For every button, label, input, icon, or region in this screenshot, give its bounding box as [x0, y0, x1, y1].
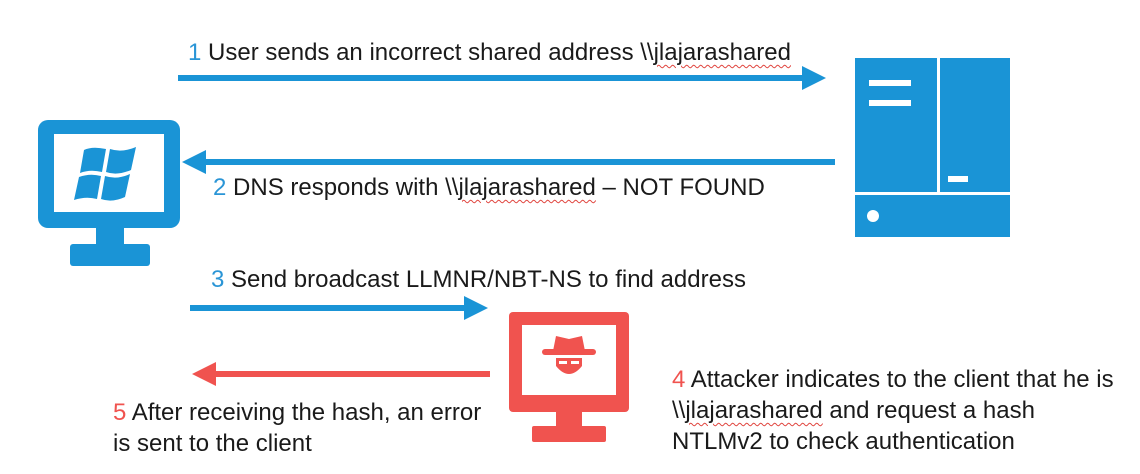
arrow-step-5	[192, 362, 490, 386]
step-2-number: 2	[213, 174, 227, 201]
step-2-text: DNS responds with \\	[233, 174, 459, 201]
step-3-text: Send broadcast LLMNR/NBT-NS to find addr…	[231, 266, 746, 293]
step-4-line-2: \\jlajarashared and request a hash	[672, 395, 1114, 426]
step-5-number: 5	[113, 399, 127, 426]
arrow-step-2	[182, 150, 835, 174]
step-4-text-line-1: Attacker indicates to the client that he…	[690, 366, 1114, 393]
step-2-shared-name: jlajarashared	[458, 174, 596, 201]
step-5-text-line-2: is sent to the client	[113, 430, 312, 457]
dns-server-icon	[855, 58, 1010, 237]
step-4-label: 4 Attacker indicates to the client that …	[672, 364, 1114, 457]
step-1-text: User sends an incorrect shared address \…	[208, 39, 654, 66]
step-3-label: 3 Send broadcast LLMNR/NBT-NS to find ad…	[211, 265, 746, 295]
step-5-line-1: 5 After receiving the hash, an error	[113, 397, 481, 428]
step-5-text-line-1: After receiving the hash, an error	[131, 399, 482, 426]
windows-logo-icon	[74, 147, 136, 201]
arrow-step-3	[190, 296, 488, 320]
step-1-shared-name: jlajarashared	[653, 39, 791, 66]
step-1-number: 1	[188, 39, 202, 66]
step-2-text-after: – NOT FOUND	[595, 174, 765, 201]
step-1-label: 1 User sends an incorrect shared address…	[188, 38, 791, 68]
arrow-step-1	[178, 66, 826, 90]
step-5-line-2: is sent to the client	[113, 428, 481, 459]
step-3-number: 3	[211, 266, 225, 293]
step-4-text-line-3: NTLMv2 to check authentication	[672, 428, 1015, 455]
hacker-eyes-icon	[559, 361, 579, 364]
step-5-label: 5 After receiving the hash, an error is …	[113, 397, 481, 459]
windows-computer-icon	[38, 120, 180, 266]
step-2-label: 2 DNS responds with \\jlajarashared – NO…	[213, 173, 765, 203]
step-4-text-line-2-prefix: \\	[672, 397, 686, 424]
step-4-number: 4	[672, 366, 686, 393]
attacker-computer-icon	[509, 312, 629, 442]
step-4-shared-name: jlajarashared	[685, 397, 823, 424]
step-4-text-line-2-suffix: and request a hash	[822, 397, 1035, 424]
step-4-line-1: 4 Attacker indicates to the client that …	[672, 364, 1114, 395]
step-4-line-3: NTLMv2 to check authentication	[672, 426, 1114, 457]
